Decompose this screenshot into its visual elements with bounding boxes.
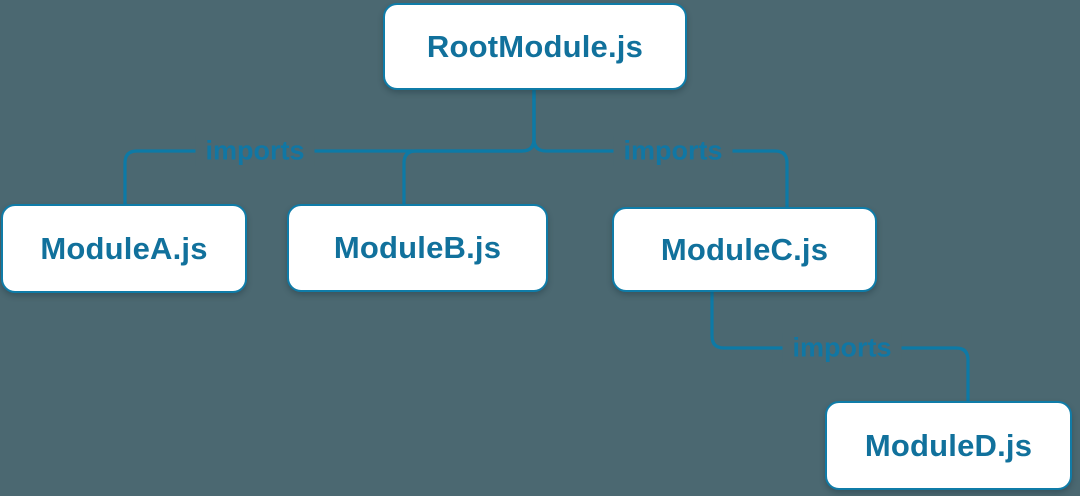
node-moduled-label: ModuleD.js — [864, 427, 1033, 463]
edge-root-to-modulea — [123, 90, 536, 204]
node-modulec: ModuleC.js — [612, 207, 877, 292]
node-rootmodule: RootModule.js — [383, 3, 687, 90]
edge-root-to-moduleb — [402, 90, 536, 204]
node-modulea: ModuleA.js — [1, 204, 247, 293]
node-moduled: ModuleD.js — [825, 401, 1072, 490]
node-modulea-label: ModuleA.js — [40, 230, 208, 266]
node-moduleb: ModuleB.js — [287, 204, 548, 292]
edge-label-imports-modulea: imports — [195, 135, 315, 167]
node-modulec-label: ModuleC.js — [660, 231, 829, 267]
edge-label-imports-modulec: imports — [613, 135, 733, 167]
edge-label-imports-moduled: imports — [782, 332, 902, 364]
node-moduleb-label: ModuleB.js — [333, 230, 502, 265]
node-rootmodule-label: RootModule.js — [426, 28, 644, 64]
